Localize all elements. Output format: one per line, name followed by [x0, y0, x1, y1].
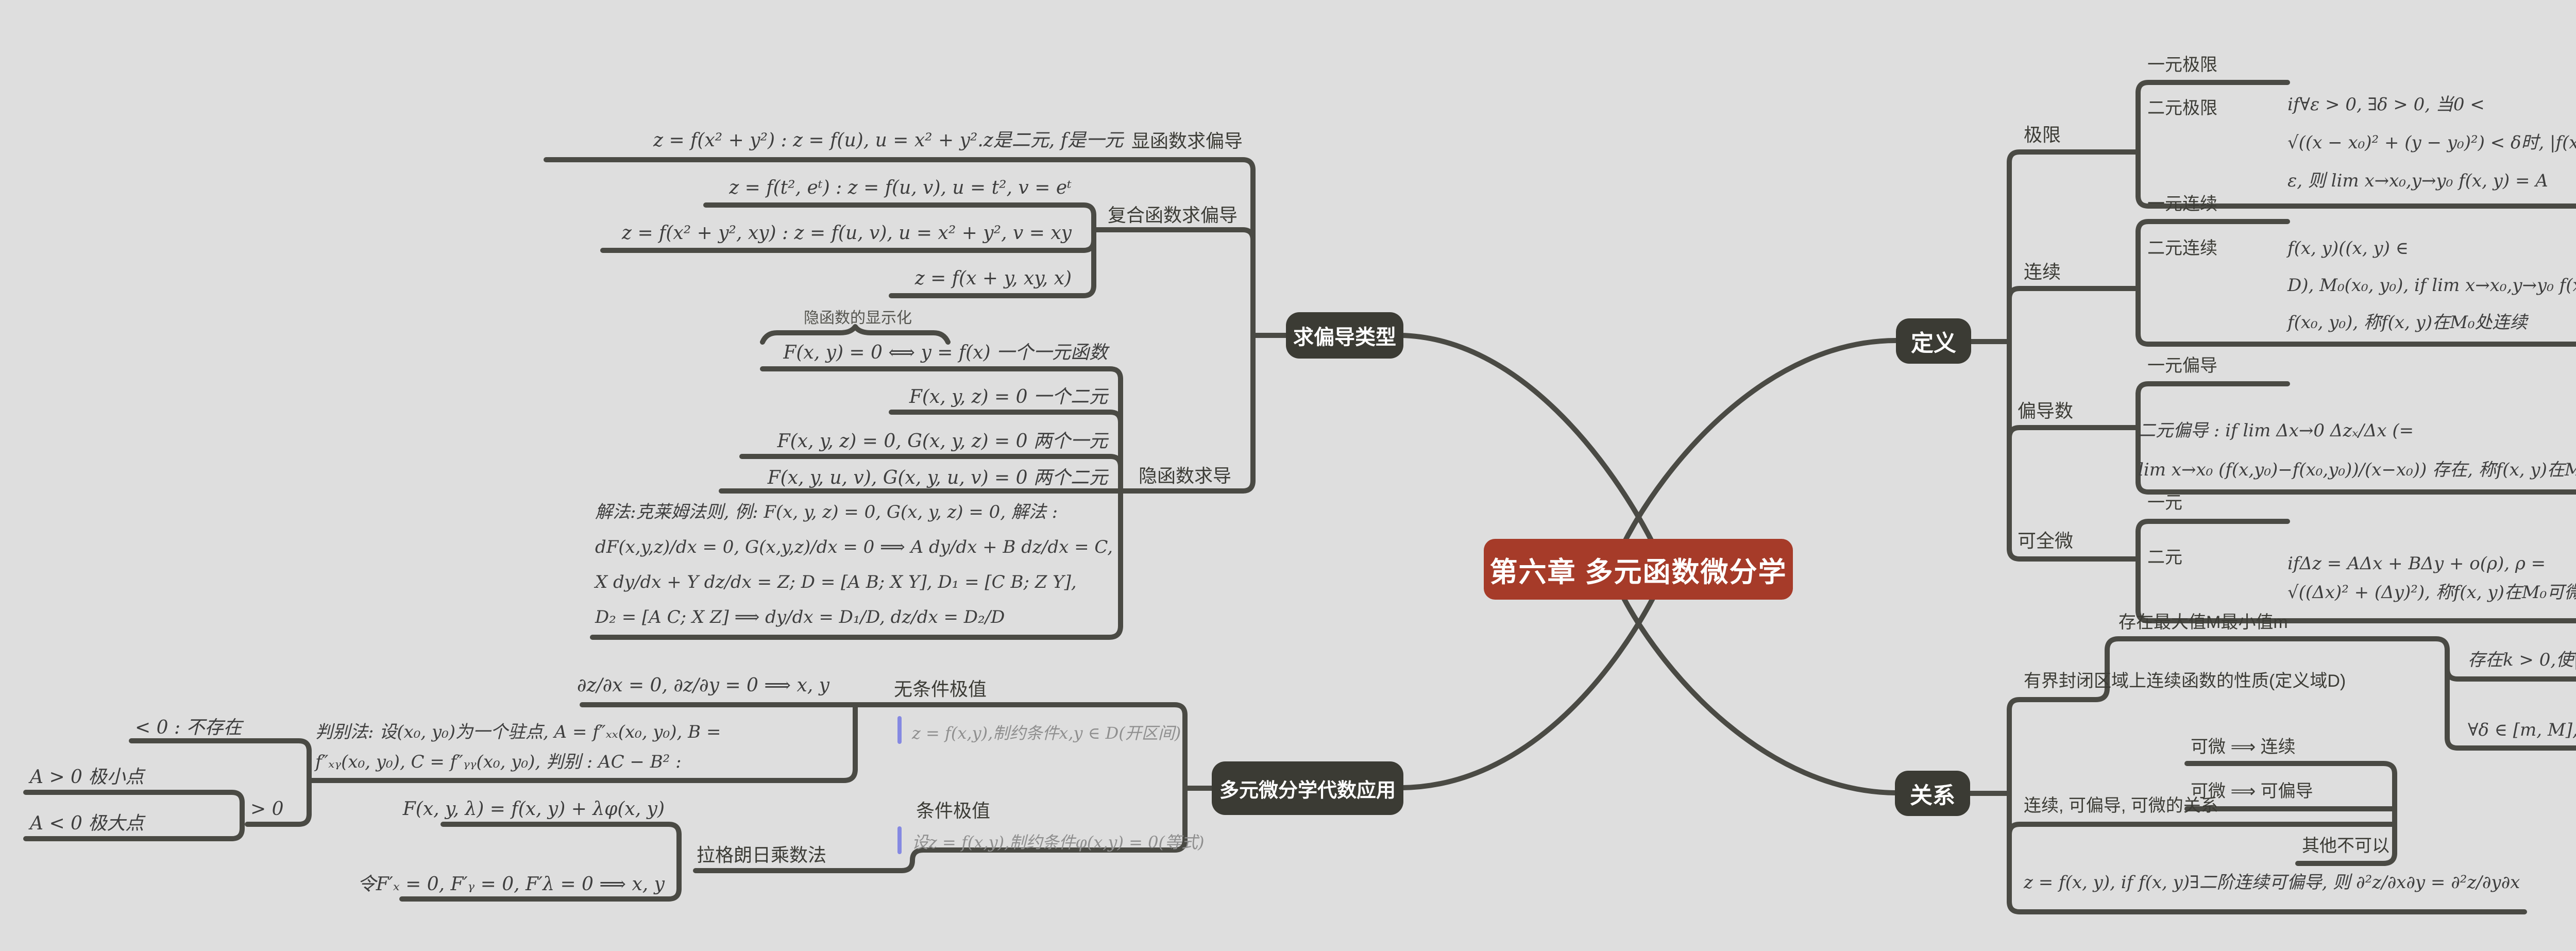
topic-less-than-zero[interactable]: < 0 : 不存在	[135, 717, 242, 738]
formula-cramer-rule[interactable]: 解法:克莱姆法则, 例: F(x, y, z) = 0, G(x, y, z) …	[595, 502, 1113, 627]
formula-implicit-2[interactable]: F(x, y, z) = 0 一个二元	[909, 386, 1108, 407]
branch-algebra-applications-lines	[23, 702, 1214, 902]
topic-relations-between[interactable]: 连续, 可偏导, 可微的关系	[2024, 796, 2218, 816]
center-spine-curves	[1398, 333, 1900, 795]
formula-composite-1[interactable]: z = f(t², eᵗ) : z = f(u, v), u = t², v =…	[729, 177, 1072, 198]
root-topic[interactable]: 第六章 多元函数微分学	[1484, 539, 1793, 600]
formula-stationary-point[interactable]: ∂z/∂x = 0, ∂z/∂y = 0 ⟹ x, y	[577, 675, 829, 696]
topic-bivariate-limit[interactable]: 二元极限	[2147, 98, 2217, 118]
topic-univariate-continuity[interactable]: 一元连续	[2147, 194, 2217, 214]
topic-local-min[interactable]: A > 0 极小点	[30, 767, 144, 788]
topic-local-max[interactable]: A < 0 极大点	[30, 813, 144, 834]
branch-node-algebra-applications-label: 多元微分学代数应用	[1219, 779, 1396, 802]
topic-bivariate-continuity[interactable]: 二元连续	[2147, 239, 2217, 258]
root-topic-label: 第六章 多元函数微分学	[1489, 556, 1787, 588]
label-implicit-to-explicit: 隐函数的显示化	[804, 310, 912, 327]
topic-univariate-limit[interactable]: 一元极限	[2147, 55, 2217, 75]
topic-composite-partials[interactable]: 复合函数求偏导	[1108, 205, 1238, 226]
branch-definitions-lines	[1968, 80, 2576, 623]
topic-univariate-differential[interactable]: 一元	[2147, 493, 2182, 513]
topic-total-differential[interactable]: 可全微	[2018, 530, 2074, 551]
note-bar	[897, 716, 902, 744]
branch-node-definitions[interactable]: 定义	[1896, 318, 1971, 364]
formula-intermediate-value[interactable]: ∀δ ∈ [m, M], ∃(ε, η) ∈ D, 使得f(ε, η) = δ	[2468, 720, 2576, 740]
formula-bivariate-continuity[interactable]: f(x, y)((x, y) ∈ D), M₀(x₀, y₀), if lim …	[2287, 238, 2576, 333]
branch-relations-lines	[1967, 636, 2576, 914]
topic-greater-than-zero[interactable]: > 0	[250, 799, 284, 820]
topic-limit[interactable]: 极限	[2024, 124, 2061, 145]
topic-differentiable-implies-partial[interactable]: 可微 ⟹ 可偏导	[2191, 782, 2313, 801]
branch-types-of-partials-lines	[544, 157, 1289, 640]
formula-implicit-3[interactable]: F(x, y, z) = 0, G(x, y, z) = 0 两个一元	[777, 431, 1108, 452]
topic-lagrange-multiplier[interactable]: 拉格朗日乘数法	[697, 844, 827, 865]
formula-composite-2[interactable]: z = f(x² + y², xy) : z = f(u, v), u = x²…	[622, 223, 1072, 244]
formula-bivariate-partial[interactable]: 二元偏导 : if lim Δx→0 Δzₓ/Δx (= lim x→x₀ (f…	[2138, 420, 2576, 480]
note-bar	[897, 826, 902, 854]
formula-bivariate-limit[interactable]: if∀ε > 0, ∃δ > 0, 当0 < √((x − x₀)² + (y …	[2287, 94, 2576, 191]
formula-lagrange-function[interactable]: F(x, y, λ) = f(x, y) + λφ(x, y)	[402, 799, 665, 820]
note-conditional-extremum[interactable]: 设z = f(x,y),制约条件φ(x,y) = 0(等式)	[912, 833, 1205, 852]
topic-bivariate-differential[interactable]: 二元	[2147, 548, 2182, 567]
topic-univariate-derivative[interactable]: 一元偏导	[2147, 356, 2217, 376]
formula-differentiable[interactable]: ifΔz = AΔx + BΔy + o(ρ), ρ = √((Δx)² + (…	[2287, 553, 2576, 603]
topic-conditional-extremum[interactable]: 条件极值	[916, 800, 991, 821]
formula-implicit-4[interactable]: F(x, y, u, v), G(x, y, u, v) = 0 两个二元	[767, 467, 1108, 488]
topic-others-not-valid[interactable]: 其他不可以	[2302, 836, 2389, 856]
formula-explicit-example[interactable]: z = f(x² + y²) : z = f(u), u = x² + y².z…	[653, 130, 1123, 151]
note-unconditional-extremum[interactable]: z = f(x,y),制约条件x,y ∈ D(开区间)	[912, 723, 1181, 743]
topic-max-min-exists[interactable]: 存在最大值M最小值m	[2119, 613, 2288, 632]
topic-partial-derivative[interactable]: 偏导数	[2018, 400, 2074, 421]
formula-discriminant[interactable]: 判别法: 设(x₀, y₀)为一个驻点, A = f″ₓₓ(x₀, y₀), B…	[315, 722, 721, 772]
topic-differentiable-implies-continuous[interactable]: 可微 ⟹ 连续	[2191, 737, 2296, 757]
topic-closed-region-properties[interactable]: 有界封闭区域上连续函数的性质(定义域D)	[2024, 671, 2346, 691]
topic-unconditional-extremum[interactable]: 无条件极值	[894, 678, 987, 700]
branch-node-relations-label: 关系	[1910, 783, 1955, 808]
overbrace	[760, 324, 951, 345]
formula-composite-3[interactable]: z = f(x + y, xy, x)	[914, 268, 1072, 289]
formula-lagrange-solve[interactable]: 令F′ₓ = 0, F′ᵧ = 0, F′λ = 0 ⟹ x, y	[357, 874, 665, 895]
branch-node-partial-types-label: 求偏导类型	[1293, 326, 1396, 349]
topic-explicit-partials[interactable]: 显函数求偏导	[1131, 130, 1243, 151]
formula-mixed-partials-equal[interactable]: z = f(x, y), if f(x, y)∃二阶连续可偏导, 则 ∂²z/∂…	[2024, 872, 2520, 893]
branch-node-algebra-applications[interactable]: 多元微分学代数应用	[1212, 761, 1403, 815]
formula-implicit-1[interactable]: F(x, y) = 0 ⟺ y = f(x) 一个一元函数	[783, 342, 1108, 363]
topic-continuity[interactable]: 连续	[2024, 261, 2061, 282]
topic-implicit-derivative[interactable]: 隐函数求导	[1139, 465, 1232, 486]
branch-node-partial-types[interactable]: 求偏导类型	[1286, 312, 1403, 359]
branch-node-definitions-label: 定义	[1911, 331, 1956, 356]
formula-boundedness[interactable]: 存在k > 0,使|f(x, y)| ≤ k	[2468, 650, 2576, 670]
branch-node-relations[interactable]: 关系	[1895, 771, 1970, 816]
